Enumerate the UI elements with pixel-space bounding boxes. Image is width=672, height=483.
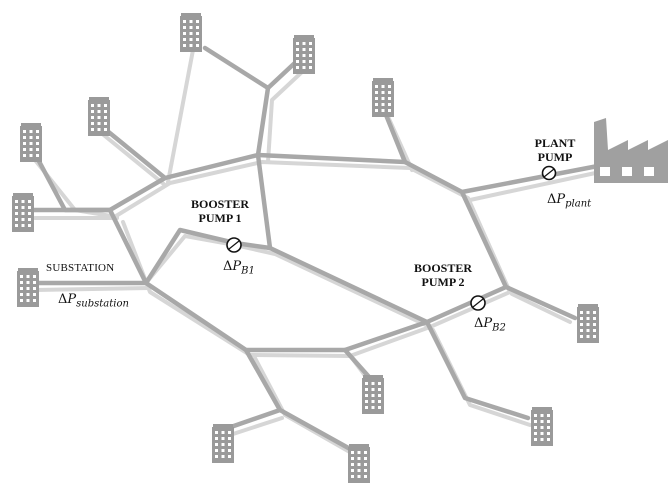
supply-pipe-network bbox=[27, 45, 601, 453]
pump-icon-plant bbox=[541, 165, 557, 181]
plant-pump-label: PLANT PUMP bbox=[530, 136, 580, 164]
delta-p-b1-label: ΔPB1 bbox=[223, 259, 255, 277]
supply-branch-west bbox=[97, 122, 168, 181]
plant-pump-label-line1: PLANT bbox=[534, 136, 576, 150]
supply-branch-south-3 bbox=[225, 407, 283, 431]
supply-branch-south-2 bbox=[243, 347, 355, 453]
return-branch-south-3 bbox=[228, 416, 284, 437]
supply-branch-north-2 bbox=[202, 45, 271, 91]
factory-icon bbox=[594, 118, 668, 183]
supply-branch-south-east bbox=[424, 319, 531, 421]
delta-p-plant-label: ΔPplant bbox=[547, 192, 592, 210]
return-branch-south-2 bbox=[253, 356, 357, 457]
building-icon bbox=[17, 268, 39, 307]
pump-icon-booster-1 bbox=[226, 237, 242, 253]
building-icon bbox=[348, 444, 370, 483]
return-main-loop bbox=[114, 160, 512, 358]
building-icon bbox=[180, 13, 202, 52]
plant-pump-label-line2: PUMP bbox=[537, 150, 573, 164]
supply-branch-south bbox=[342, 347, 373, 381]
return-branch-north bbox=[266, 70, 304, 164]
building-icon bbox=[293, 35, 315, 74]
building-icon bbox=[577, 304, 599, 343]
building-icon bbox=[362, 375, 384, 414]
building-icon bbox=[531, 407, 553, 446]
supply-branch-west-2 bbox=[30, 147, 113, 213]
booster-pump-2-label: BOOSTER PUMP 2 bbox=[407, 261, 479, 289]
return-branch-west bbox=[98, 130, 167, 187]
booster-pump-1-label-line1: BOOSTER bbox=[190, 197, 250, 211]
building-icon bbox=[12, 193, 34, 232]
supply-branch-plant bbox=[459, 163, 601, 195]
booster-pump-2-label-line1: BOOSTER bbox=[413, 261, 473, 275]
supply-branch-north bbox=[255, 57, 301, 158]
return-pipe-network bbox=[33, 48, 602, 457]
delta-p-b2-label: ΔPB2 bbox=[474, 316, 506, 334]
return-branch-plant bbox=[468, 170, 602, 202]
building-icon bbox=[88, 97, 110, 136]
return-branch-north-west bbox=[166, 48, 195, 184]
building-icon bbox=[212, 424, 234, 463]
delta-p-substation-label: ΔPsubstation bbox=[58, 292, 129, 310]
booster-pump-2-label-line2: PUMP 2 bbox=[421, 275, 465, 289]
supply-cross-link bbox=[255, 152, 273, 251]
supply-branch-east bbox=[503, 284, 578, 321]
booster-pump-1-label: BOOSTER PUMP 1 bbox=[184, 197, 256, 225]
building-icon bbox=[372, 78, 394, 117]
substation-label: SUBSTATION bbox=[46, 262, 115, 274]
return-branch-south-east bbox=[431, 328, 532, 427]
booster-pump-1-label-line2: PUMP 1 bbox=[198, 211, 242, 225]
return-branch-east bbox=[510, 292, 572, 324]
building-icon bbox=[20, 123, 42, 162]
pump-icon-booster-2 bbox=[470, 295, 486, 311]
pumps bbox=[226, 165, 557, 311]
return-branch-substation bbox=[33, 286, 152, 292]
supply-inner-branch bbox=[143, 227, 430, 325]
